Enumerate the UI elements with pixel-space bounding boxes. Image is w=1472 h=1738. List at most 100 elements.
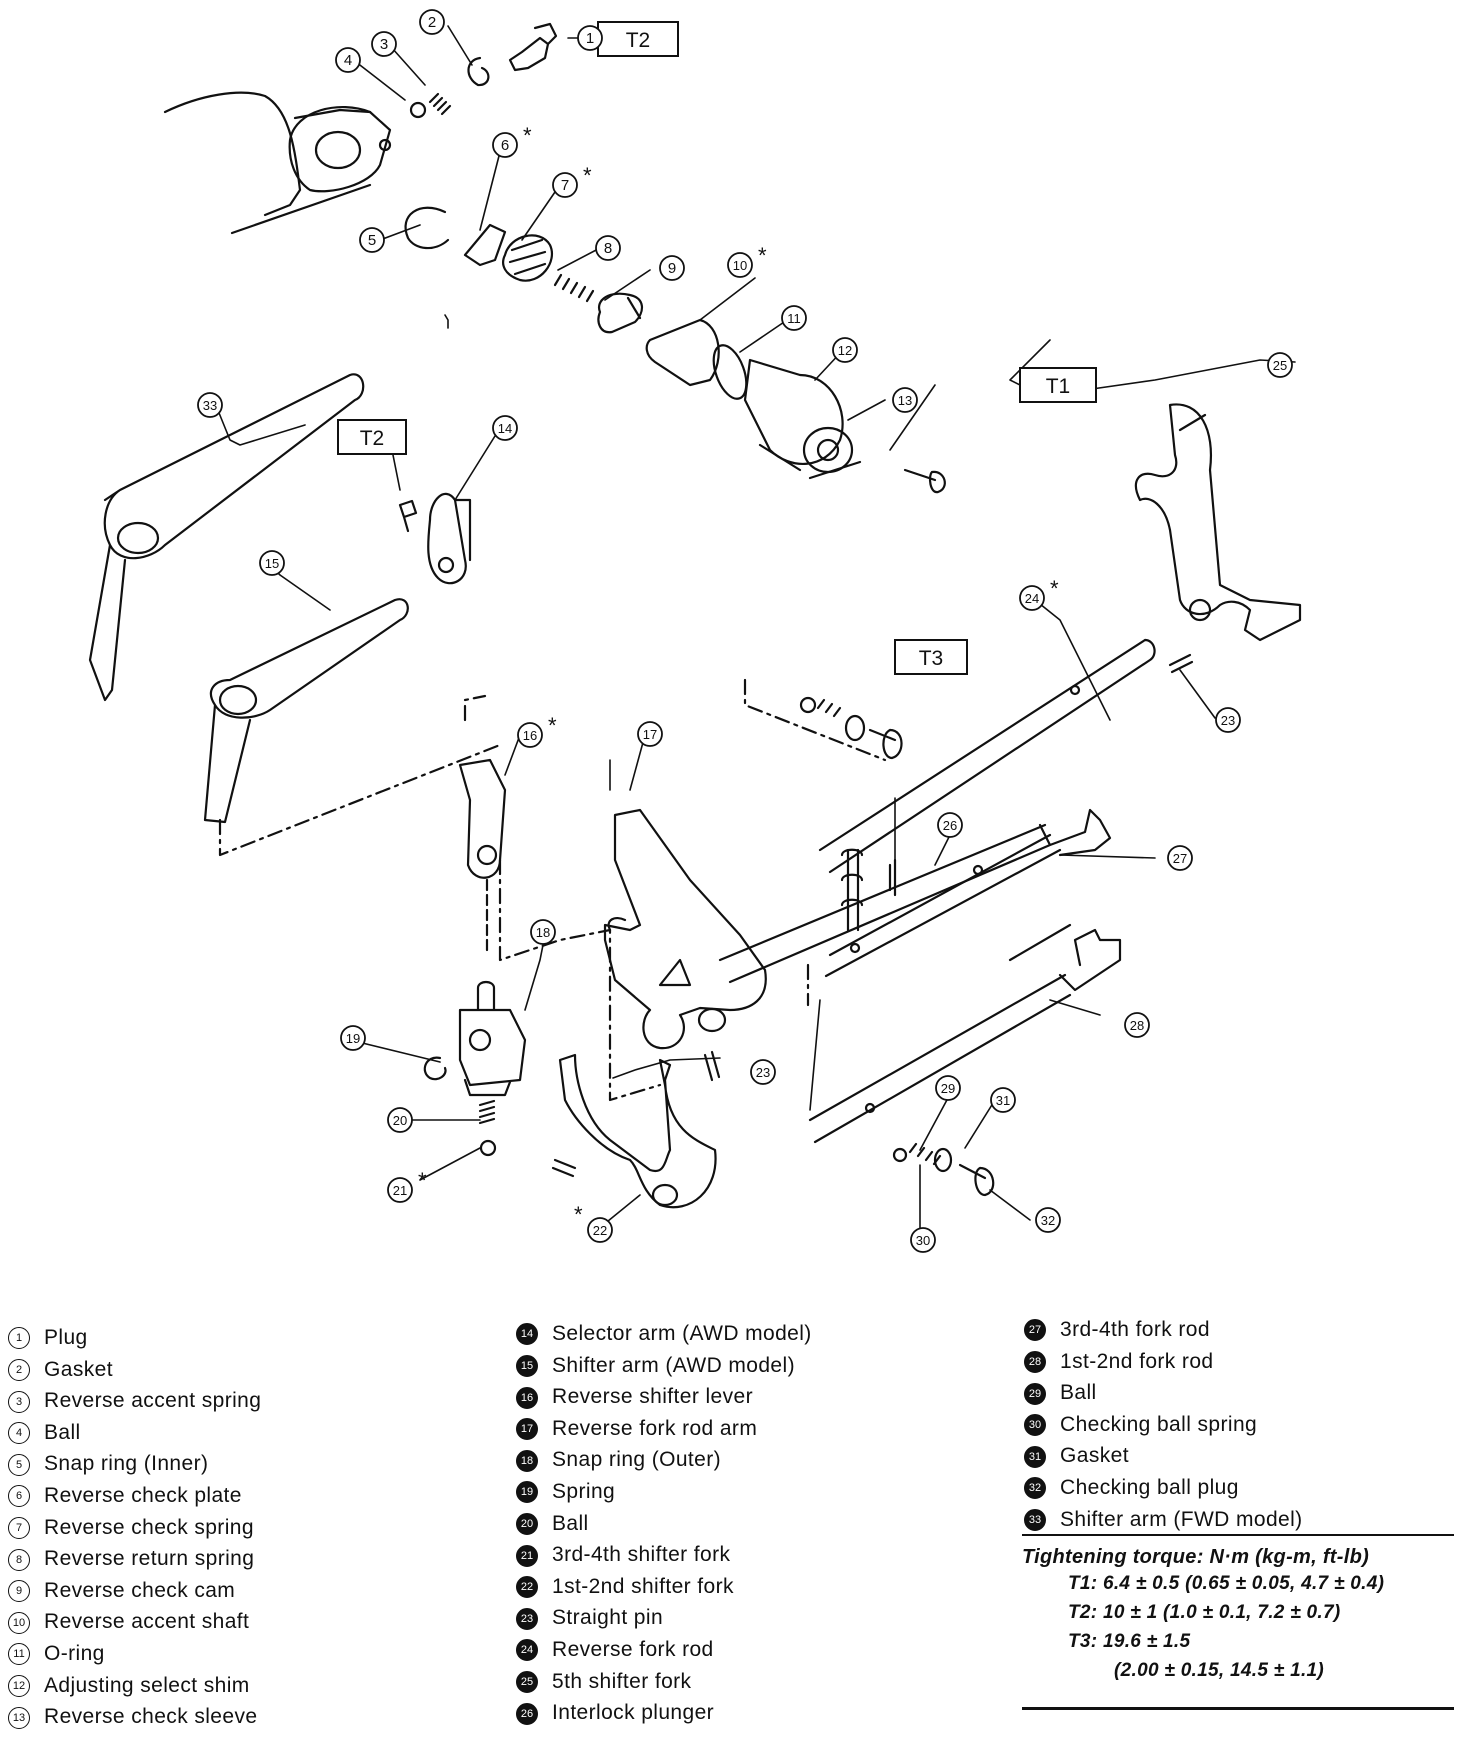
callout-number: 33: [203, 398, 217, 413]
callout-circle: [419, 9, 445, 35]
callout-circle: [910, 1227, 936, 1253]
legend-label: 3rd-4th fork rod: [1060, 1318, 1210, 1341]
callout-number: 2: [428, 14, 436, 31]
callout-circle: [1167, 845, 1193, 871]
asterisk-mark: *: [574, 1202, 583, 1227]
legend-number: 29: [1024, 1382, 1046, 1405]
callout-circle: [197, 392, 223, 418]
legend-number: 9: [8, 1580, 30, 1603]
plug-32: [958, 1163, 995, 1197]
callout-circle: [937, 812, 963, 838]
legend-label: Interlock plunger: [552, 1701, 715, 1725]
callout-number: 1: [586, 30, 594, 47]
callout-number: 25: [1273, 358, 1287, 373]
legend-label: Spring: [552, 1479, 616, 1503]
shifter-arm-33: [88, 373, 365, 702]
reverse-fork-rod-24: [818, 638, 1156, 874]
case-housing: [288, 105, 392, 193]
torque-t2: T2: 10 ± 1 (1.0 ± 0.1, 7.2 ± 0.7): [1068, 1602, 1341, 1623]
ball-4: [409, 101, 427, 119]
selector-arm-14: [427, 492, 472, 585]
callout-circle: [387, 1107, 413, 1133]
callout-number: 13: [898, 393, 912, 408]
legend-label: Shifter arm (AWD model): [552, 1353, 795, 1377]
callout-circle: [587, 1217, 613, 1243]
callout-circle: [371, 31, 397, 57]
callout-circle: [990, 1087, 1016, 1113]
legend-number: 5: [8, 1453, 30, 1476]
callout-number: 4: [344, 52, 352, 69]
tightening-torque-box: Tightening torque: N·m (kg-m, ft-lb) T1:…: [1022, 1534, 1454, 1710]
legend-number: 16: [516, 1386, 538, 1409]
callout-number: 27: [1173, 851, 1187, 866]
legend-label: Ball: [44, 1420, 81, 1444]
legend-number: 11: [8, 1643, 30, 1666]
legend-number: 3: [8, 1390, 30, 1413]
spring-30: [908, 1142, 942, 1166]
callout-number: 7: [561, 177, 569, 194]
callout-circle: [1124, 1012, 1150, 1038]
legend-label: Reverse shifter lever: [552, 1385, 753, 1409]
shifter-arm-15: [203, 598, 409, 824]
legend-item: 16 Reverse shifter lever: [516, 1381, 812, 1413]
legend-number: 25: [516, 1670, 538, 1693]
legend-number: 10: [8, 1611, 30, 1634]
case-outline: [163, 91, 372, 235]
legend-number: 24: [516, 1639, 538, 1662]
fork-rod-arm-17: [458, 980, 527, 1087]
ball-20: [479, 1139, 497, 1157]
callout-number: 29: [941, 1081, 955, 1096]
exploded-parts-diagram: T2 T1 T2 T3 123456*7*8910*111213141516*1…: [88, 9, 1302, 1253]
callout-circle: [359, 227, 385, 253]
callout-circle: [637, 721, 663, 747]
legend-label: Straight pin: [552, 1606, 664, 1630]
callout-number: 16: [523, 728, 537, 743]
asterisk-mark: *: [1050, 576, 1059, 601]
callout-number: 28: [1130, 1018, 1144, 1033]
check-plate-6: [463, 223, 507, 267]
legend-label: O-ring: [44, 1641, 105, 1665]
callout-number: 31: [996, 1093, 1010, 1108]
callout-circle: [1035, 1207, 1061, 1233]
torque-label-t3: T3: [919, 647, 944, 670]
asterisk-mark: *: [548, 713, 557, 738]
callout-circle: [935, 1075, 961, 1101]
callout-circle: [335, 47, 361, 73]
return-spring-8: [553, 273, 595, 303]
legend-number: 6: [8, 1485, 30, 1508]
shifter-fork-25: [1134, 403, 1302, 642]
ball-29: [892, 1147, 908, 1163]
legend-number: 2: [8, 1359, 30, 1382]
legend-label: 3rd-4th shifter fork: [552, 1543, 731, 1567]
legend-number: 33: [1024, 1509, 1046, 1532]
callout-number: 5: [368, 232, 376, 249]
spring-19: [478, 1099, 496, 1125]
asterisk-mark: *: [418, 1168, 427, 1193]
torque-title: Tightening torque: N·m (kg-m, ft-lb): [1022, 1546, 1370, 1568]
legend-number: 26: [516, 1702, 538, 1725]
straight-pin-23a: [1168, 653, 1194, 674]
legend-label: Ball: [1060, 1381, 1097, 1405]
legend-label: Plug: [44, 1326, 88, 1349]
callout-number: 9: [668, 260, 676, 277]
callout-circle: [750, 1059, 776, 1085]
callout-circle: [781, 305, 807, 331]
legend-label: Adjusting select shim: [44, 1673, 250, 1697]
torque-t3: T3: 19.6 ± 1.5: [1068, 1631, 1191, 1652]
plug-1: [508, 22, 558, 72]
legend-number: 17: [516, 1418, 538, 1441]
legend-number: 7: [8, 1517, 30, 1540]
